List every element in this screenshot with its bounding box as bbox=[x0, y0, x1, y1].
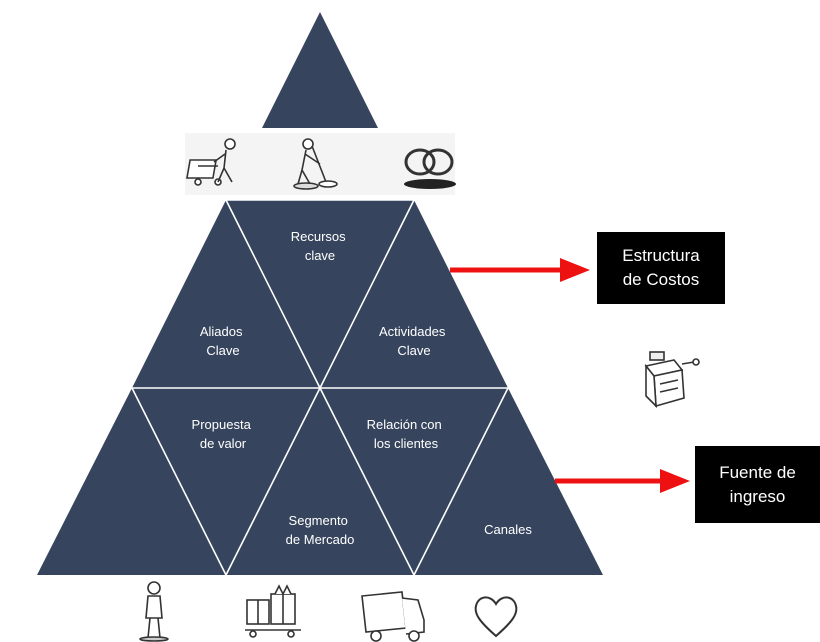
callout-ingreso-line1: Fuente de bbox=[719, 462, 796, 482]
delivery-truck-icon bbox=[361, 591, 425, 642]
callout-ingreso-line2: ingreso bbox=[729, 486, 786, 506]
segment-relacion-clientes: Relación con los clientes bbox=[367, 417, 446, 451]
segment-propuesta-de-valor: Propuesta de valor bbox=[192, 417, 255, 451]
callout-fuente-ingreso: Fuente de ingreso bbox=[695, 446, 820, 523]
worker-with-cart-icon bbox=[186, 138, 236, 186]
person-standing-icon bbox=[139, 581, 169, 642]
arrow-to-costos bbox=[450, 258, 590, 282]
pyramid-apex bbox=[262, 12, 378, 128]
callout-estructura-costos: Estructura de Costos bbox=[597, 232, 725, 304]
pyramid-middle-band bbox=[132, 200, 508, 388]
arrow-to-ingreso bbox=[555, 469, 690, 493]
cash-register-icon bbox=[644, 351, 700, 409]
segment-segmento-mercado: Segmento de Mercado bbox=[286, 513, 355, 547]
pyramid-dividers bbox=[131, 199, 509, 576]
worker-mopping-icon bbox=[293, 138, 338, 190]
segment-aliados-clave: Aliados Clave bbox=[200, 324, 246, 358]
callout-costos-line1: Estructura bbox=[622, 246, 700, 265]
segment-actividades-clave: Actividades Clave bbox=[379, 324, 449, 358]
segment-recursos-clave: Recursos clave bbox=[291, 229, 350, 263]
gift-boxes-icon bbox=[245, 584, 301, 638]
pyramid-bottom-band bbox=[37, 388, 603, 575]
callout-costos-line2: de Costos bbox=[622, 270, 700, 289]
linked-rings-icon bbox=[404, 148, 456, 189]
segment-canales: Canales bbox=[484, 522, 532, 537]
heart-icon bbox=[474, 596, 518, 638]
